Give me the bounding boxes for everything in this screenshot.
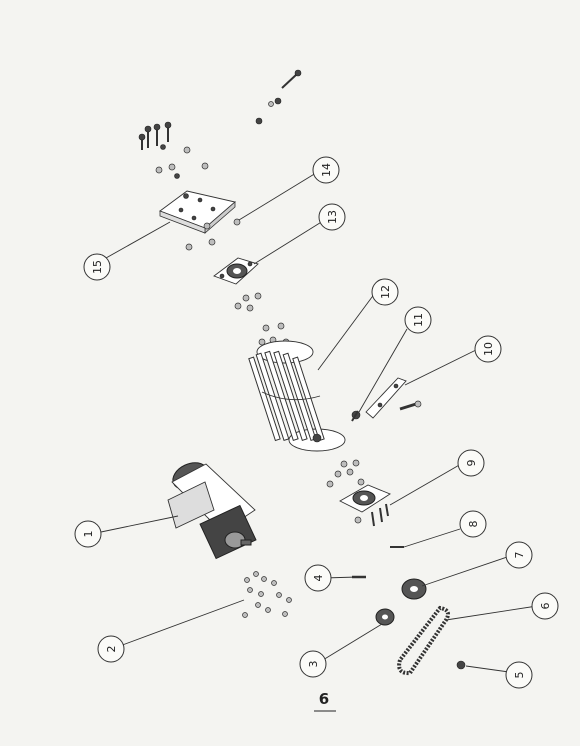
callout-9: 9 — [457, 449, 485, 477]
upper-bearing — [213, 257, 259, 285]
motor-mount-screws — [242, 571, 292, 618]
svg-text:10: 10 — [482, 342, 495, 356]
large-sprocket — [401, 578, 427, 600]
plate-fasteners — [185, 218, 241, 251]
callout-8: 8 — [459, 510, 487, 538]
callout-13: 13 — [318, 203, 346, 231]
callout-12: 12 — [371, 278, 399, 306]
svg-text:1: 1 — [82, 531, 95, 538]
small-sprocket — [375, 608, 395, 626]
callout-15: 15 — [83, 253, 111, 281]
callout-10: 10 — [474, 335, 502, 363]
svg-text:5: 5 — [513, 672, 526, 679]
svg-text:4: 4 — [312, 575, 325, 582]
small-bolt — [351, 410, 361, 422]
callout-14: 14 — [312, 156, 340, 184]
svg-text:12: 12 — [379, 285, 392, 299]
plate-bolts — [138, 121, 209, 179]
callout-2: 2 — [97, 635, 125, 663]
bracket — [365, 377, 422, 419]
callout-7: 7 — [505, 541, 533, 569]
svg-text:7: 7 — [513, 552, 526, 559]
leader-lines — [100, 172, 538, 673]
top-bolt — [255, 69, 302, 125]
cage-rotor — [248, 340, 346, 452]
callout-4: 4 — [304, 564, 332, 592]
page-number: 6 — [319, 690, 329, 708]
callout-5: 5 — [505, 661, 533, 689]
svg-text:6: 6 — [539, 603, 552, 610]
mounting-plate — [159, 190, 236, 234]
svg-text:3: 3 — [307, 661, 320, 668]
svg-text:14: 14 — [320, 163, 333, 177]
svg-text:9: 9 — [465, 460, 478, 467]
svg-text:13: 13 — [326, 210, 339, 224]
svg-text:2: 2 — [105, 646, 118, 653]
nut — [456, 660, 466, 670]
callout-6: 6 — [531, 592, 559, 620]
svg-text:8: 8 — [467, 521, 480, 528]
callout-3: 3 — [299, 650, 327, 678]
motor — [167, 462, 257, 560]
callout-1: 1 — [74, 520, 102, 548]
lower-bearing — [326, 459, 391, 527]
chain — [397, 605, 450, 676]
callout-11: 11 — [404, 306, 432, 334]
svg-text:15: 15 — [91, 260, 104, 274]
svg-text:11: 11 — [412, 313, 425, 327]
